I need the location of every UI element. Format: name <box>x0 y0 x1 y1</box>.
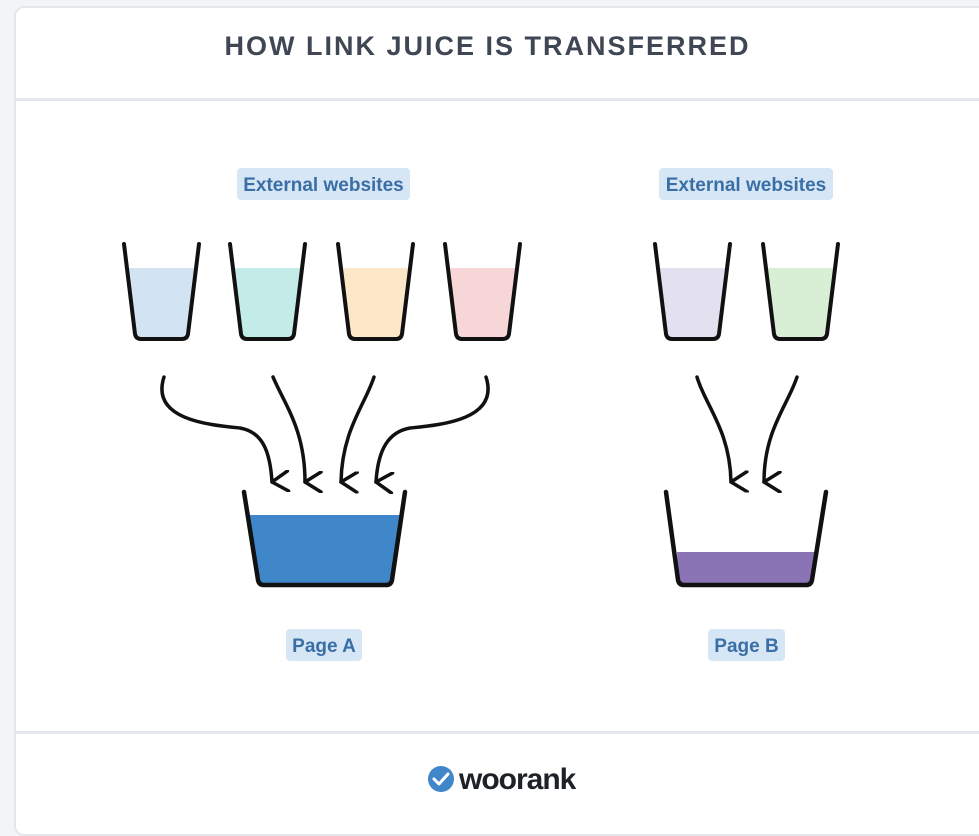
brand-logo: woorank <box>428 763 578 796</box>
target-bucket-page-b <box>663 489 829 588</box>
source-glass-3 <box>336 242 415 341</box>
target-bucket-page-a <box>241 489 408 588</box>
bucket-liquid <box>249 515 402 585</box>
glass-outline <box>122 242 201 341</box>
glass-outline <box>228 242 307 341</box>
page-title: HOW LINK JUICE IS TRANSFERRED <box>224 31 751 61</box>
flow-arrow <box>271 375 305 482</box>
glass-liquid <box>129 268 194 339</box>
glass-outline <box>761 242 840 341</box>
flow-arrow <box>339 375 376 482</box>
source-label-left-text: External websites <box>243 175 404 196</box>
flow-arrow <box>695 375 731 482</box>
glass-liquid <box>235 268 300 339</box>
brand-name: woorank <box>458 763 577 796</box>
glass-outline <box>336 242 415 341</box>
flow-arrow <box>762 375 799 482</box>
diagram-card <box>14 6 979 836</box>
footer-divider <box>16 731 979 734</box>
glass-outline <box>653 242 732 341</box>
glass-liquid <box>450 268 515 339</box>
source-label-right: External websites <box>659 168 833 200</box>
bucket-outline <box>241 489 408 588</box>
label-background <box>237 168 410 200</box>
label-background <box>659 168 833 200</box>
flow-arrow <box>160 375 272 482</box>
glass-outline <box>443 242 522 341</box>
source-glass-1 <box>122 242 201 341</box>
flow-arrow <box>374 375 490 482</box>
target-label-page-b-text: Page B <box>714 636 778 657</box>
source-label-left: External websites <box>237 168 410 200</box>
target-label-page-a-text: Page A <box>292 636 356 657</box>
bucket-outline <box>663 489 829 588</box>
target-label-page-b: Page B <box>708 629 785 661</box>
source-glass-6 <box>761 242 840 341</box>
header <box>16 8 979 101</box>
source-glass-5 <box>653 242 732 341</box>
label-background <box>708 629 785 661</box>
checkmark-badge-icon <box>428 766 454 792</box>
target-label-page-a: Page A <box>286 629 362 661</box>
glass-liquid <box>343 268 408 339</box>
glass-liquid <box>768 268 833 339</box>
glass-liquid <box>660 268 725 339</box>
bucket-liquid <box>677 552 815 585</box>
label-background <box>286 629 362 661</box>
source-glass-4 <box>443 242 522 341</box>
source-glass-2 <box>228 242 307 341</box>
source-label-right-text: External websites <box>666 175 827 196</box>
